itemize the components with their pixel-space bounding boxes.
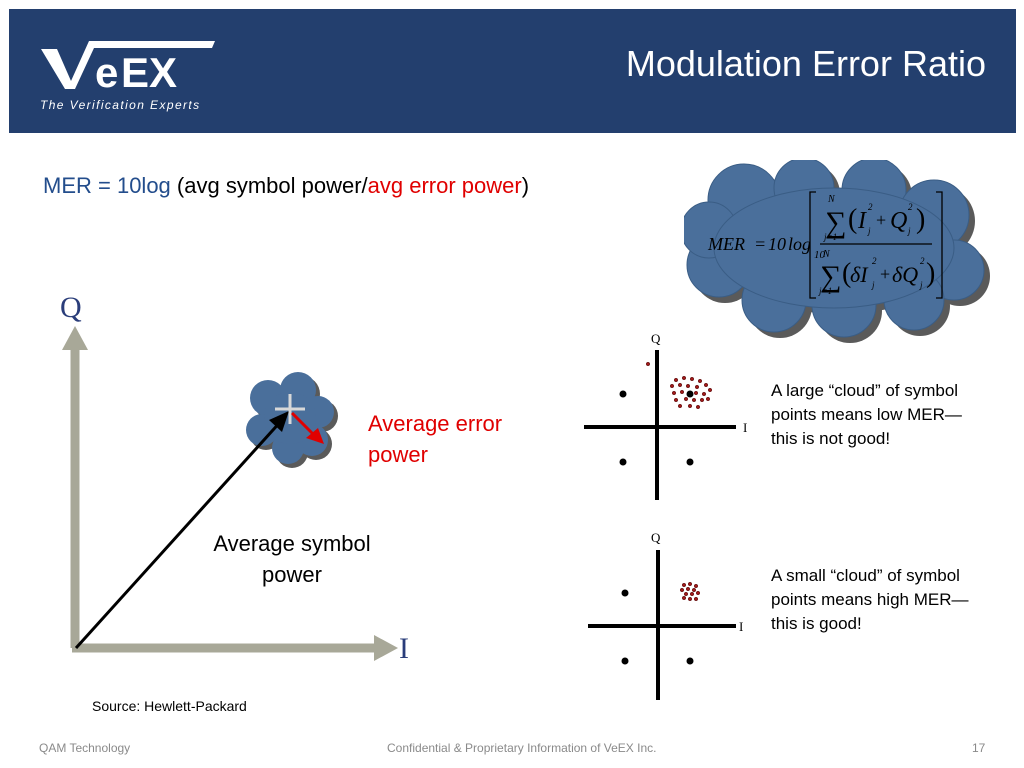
svg-text:(: ( xyxy=(848,204,857,235)
q-axis-label: Q xyxy=(60,291,82,324)
svg-text:+: + xyxy=(876,210,886,230)
svg-text:e: e xyxy=(95,49,118,95)
constellation-small xyxy=(588,550,736,700)
small-cloud-note: A small “cloud” of symbol points means h… xyxy=(771,566,969,633)
formula-eq: = xyxy=(754,234,766,254)
formula-denominator: ∑ N j=1 ( δI 2 j + δQ 2 j ) xyxy=(818,249,935,296)
svg-text:I: I xyxy=(857,208,867,234)
svg-text:(: ( xyxy=(842,258,851,289)
svg-text:N: N xyxy=(827,194,836,205)
constellation-large-q-label: Q xyxy=(651,331,661,346)
symbol-point xyxy=(686,657,694,665)
symbol-point xyxy=(621,657,629,665)
formula-open: (avg symbol power/ xyxy=(170,173,368,198)
constellation-small-q-label: Q xyxy=(651,530,661,545)
page-number: 17 xyxy=(972,741,986,755)
footer-left: QAM Technology xyxy=(39,741,131,755)
average-symbol-power-label: Average symbol power xyxy=(192,528,392,590)
svg-text:j: j xyxy=(907,226,911,236)
symbol-point xyxy=(619,390,627,398)
formula-numerator: ∑ N j=1 ( I 2 j + Q 2 j ) xyxy=(823,194,925,242)
logo-tagline: The Verification Experts xyxy=(40,98,201,112)
page-title: Modulation Error Ratio xyxy=(625,43,986,84)
formula-error-part: avg error power xyxy=(367,173,522,198)
q-axis-arrow xyxy=(62,326,88,350)
svg-text:δI: δI xyxy=(850,262,869,287)
svg-text:N: N xyxy=(822,249,831,260)
error-label-line-1: Average error xyxy=(368,411,503,436)
svg-text:j: j xyxy=(871,280,875,290)
i-axis-arrow xyxy=(374,635,398,661)
veex-logo: e EX xyxy=(41,41,215,95)
cloud-formula: MER = 10 log 10 ∑ N j=1 ( I 2 j + Q 2 j … xyxy=(707,191,943,299)
error-label-line-2: power xyxy=(368,442,428,467)
symbol-label-line-2: power xyxy=(262,562,322,587)
symbol-point xyxy=(686,458,694,466)
symbol-point xyxy=(619,458,627,466)
formula-bracket-left xyxy=(809,191,816,299)
svg-text:): ) xyxy=(916,204,925,235)
formula-lhs: MER xyxy=(707,234,745,254)
source-citation: Source: Hewlett-Packard xyxy=(92,698,247,714)
formula-log-sub: 10 xyxy=(814,249,826,261)
formula-coef: 10 xyxy=(768,234,786,254)
svg-text:+: + xyxy=(880,264,890,284)
average-error-vector xyxy=(290,411,316,437)
svg-text:2: 2 xyxy=(868,202,873,212)
svg-text:∑: ∑ xyxy=(820,260,841,293)
svg-text:Q: Q xyxy=(890,208,907,234)
small-error-cloud xyxy=(679,581,701,602)
formula-log: log xyxy=(788,234,811,254)
average-error-power-label: Average error power xyxy=(368,408,502,470)
symbol-label-line-1: Average symbol xyxy=(213,531,371,556)
large-cloud-note: A large “cloud” of symbol points means l… xyxy=(771,381,962,448)
formula-bracket-right xyxy=(936,191,943,299)
svg-text:2: 2 xyxy=(920,256,925,266)
svg-text:j: j xyxy=(919,280,923,290)
svg-text:2: 2 xyxy=(908,202,913,212)
svg-text:EX: EX xyxy=(121,49,177,95)
svg-text:j=1: j=1 xyxy=(823,232,837,242)
constellation-small-i-label: I xyxy=(739,619,744,634)
svg-text:δQ: δQ xyxy=(892,262,918,287)
svg-text:∑: ∑ xyxy=(825,206,846,239)
svg-text:j: j xyxy=(867,226,871,236)
formula-cloud xyxy=(684,160,990,343)
average-symbol-vector xyxy=(74,418,284,650)
constellation-large-i-label: I xyxy=(743,420,748,435)
header-banner: e EX The Verification Experts Modulation… xyxy=(9,9,1016,133)
svg-text:j=1: j=1 xyxy=(818,286,832,296)
svg-text:): ) xyxy=(926,258,935,289)
error-vector-arrowhead xyxy=(306,428,324,444)
footer-center: Confidential & Proprietary Information o… xyxy=(387,741,657,755)
constellation-large xyxy=(584,350,736,500)
formula-close: ) xyxy=(521,173,530,198)
i-axis-label: I xyxy=(399,632,409,665)
symbol-point xyxy=(621,589,629,597)
mer-formula: MER = 10log (avg symbol power/avg error … xyxy=(43,173,529,199)
large-error-cloud xyxy=(645,361,713,410)
symbol-point xyxy=(686,390,694,398)
symbol-vector-arrowhead xyxy=(269,411,289,432)
svg-text:2: 2 xyxy=(872,256,877,266)
formula-prefix: MER = 10log xyxy=(43,173,171,198)
